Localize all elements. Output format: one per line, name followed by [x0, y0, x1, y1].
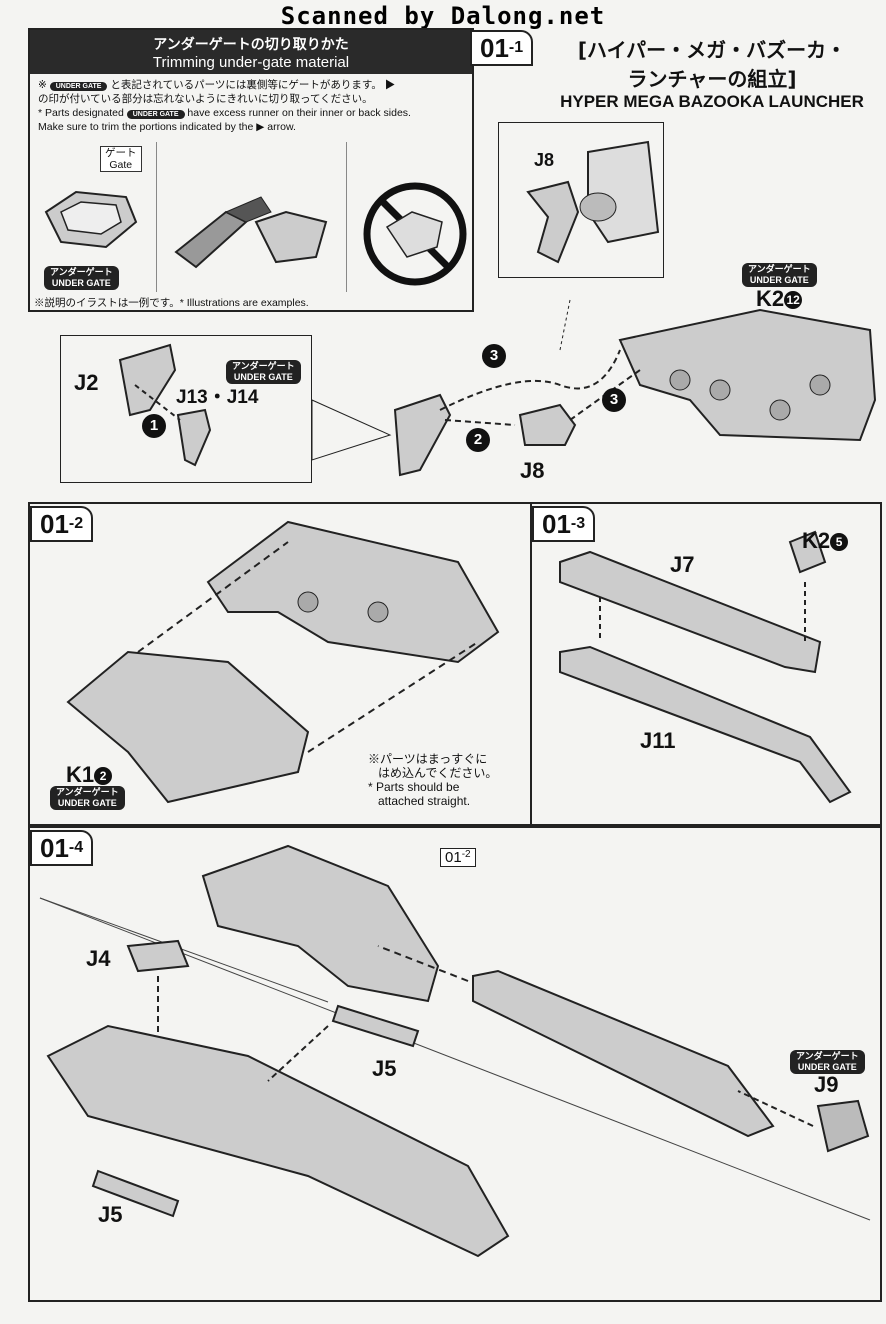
watermark: Scanned by Dalong.net	[280, 2, 606, 30]
ref-tag-01-2: 01-2	[440, 848, 476, 867]
step-tag-01-4: 01-4	[30, 830, 94, 866]
gate-callout: ゲート Gate	[100, 146, 142, 172]
step4-panel	[28, 826, 882, 1302]
trim-header: アンダーゲートの切り取りかた Trimming under-gate mater…	[30, 30, 472, 74]
part-j11: J11	[640, 728, 676, 753]
step4-illustration	[39, 844, 871, 1258]
part-j2: J2	[74, 370, 99, 395]
part-j7: J7	[670, 552, 695, 577]
under-gate-badge: UNDER GATE	[49, 82, 108, 91]
step-tag-01-2: 01-2	[30, 506, 94, 542]
part-j5-a: J5	[372, 1056, 397, 1081]
step-circle-1: 1	[142, 414, 166, 438]
nipper-illustration	[174, 196, 328, 269]
j8-detail-illustration	[526, 140, 660, 264]
step1-title: [ハイパー・メガ・バズーカ・ ランチャーの組立] HYPER MEGA BAZO…	[552, 34, 872, 112]
step3-panel	[530, 502, 882, 826]
trim-notes: ※ UNDER GATE と表記されているパーツには裏側等にゲートがあります。 …	[30, 74, 472, 138]
title-jp-2: ランチャーの組立]	[627, 67, 797, 91]
part-j4: J4	[86, 946, 111, 971]
arrow-icon: ▶	[256, 121, 265, 133]
step-tag-01-3: 01-3	[532, 506, 596, 542]
gate-en: Gate	[109, 159, 133, 171]
note-en-1: * Parts designated	[38, 107, 124, 119]
step-circle-3b: 3	[602, 388, 626, 412]
under-gate-badge: UNDER GATE	[126, 110, 185, 119]
title-en: HYPER MEGA BAZOOKA LAUNCHER	[560, 92, 864, 111]
part-j8-top: J8	[534, 150, 555, 170]
note-jp-1: と表記されているパーツには裏側等にゲートがあります。	[110, 79, 382, 91]
part-j9: J9	[814, 1072, 839, 1097]
trim-title-en: Trimming under-gate material	[152, 54, 350, 71]
step3-illustration	[559, 530, 852, 804]
part-illustration	[44, 190, 138, 249]
trim-box: アンダーゲートの切り取りかた Trimming under-gate mater…	[28, 28, 474, 312]
gate-jp: ゲート	[105, 147, 137, 159]
note-en-3: Make sure to trim the portions indicated…	[38, 121, 254, 133]
note-jp-2: の印が付いている部分は忘れないようにきれいに切り取ってください。	[38, 93, 373, 105]
trim-title-jp: アンダーゲートの切り取りかた	[153, 37, 349, 53]
step-circle-3a: 3	[482, 344, 506, 368]
illus-note: ※説明のイラストは一例です。* Illustrations are exampl…	[34, 297, 309, 309]
note-en-4: arrow.	[267, 121, 296, 133]
step-tag-01-1: 01-1	[470, 30, 534, 66]
part-j8: J8	[520, 458, 545, 483]
arrow-icon: ▶	[384, 79, 396, 91]
straight-note: ※パーツはまっすぐに はめ込んでください。 * Parts should be …	[368, 752, 498, 808]
title-jp-1: [ハイパー・メガ・バズーカ・	[577, 38, 847, 62]
step1-illustration	[118, 299, 877, 477]
trim-panel-3	[346, 142, 473, 292]
step2-illustration	[66, 520, 500, 804]
part-j5-b: J5	[98, 1202, 123, 1227]
part-j13-j14: J13・J14	[176, 387, 259, 408]
note-en-2: have excess runner on their inner or bac…	[187, 107, 411, 119]
prohibited-icon	[363, 182, 467, 286]
step-circle-2: 2	[466, 428, 490, 452]
